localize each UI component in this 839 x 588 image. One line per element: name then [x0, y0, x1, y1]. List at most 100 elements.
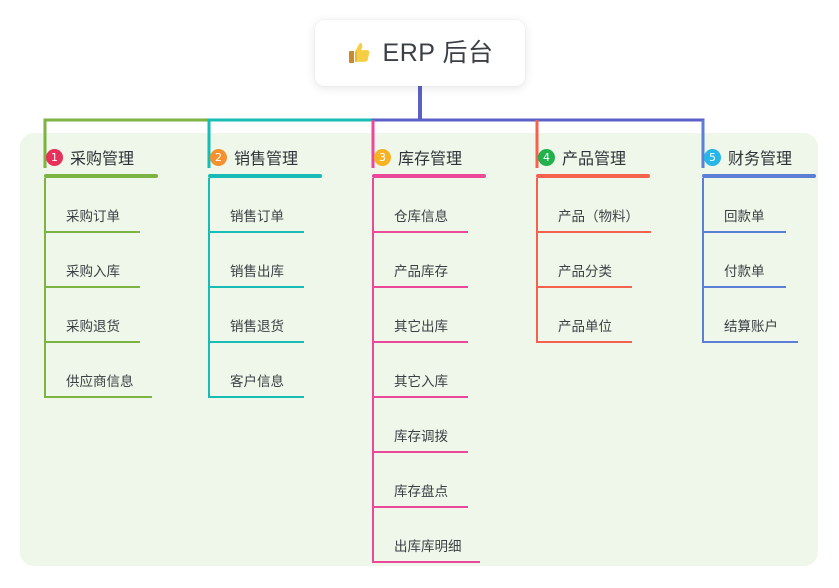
list-item-underline [536, 231, 651, 233]
column-items: 回款单付款单结算账户 [702, 178, 839, 343]
list-item-underline [44, 341, 140, 343]
list-item-label: 出库库明细 [394, 539, 462, 554]
list-item[interactable]: 结算账户 [702, 288, 839, 343]
list-item[interactable]: 库存调拨 [372, 398, 520, 453]
column-badge-2: 2 [210, 148, 227, 166]
column-items: 采购订单采购入库采购退货供应商信息 [44, 178, 192, 398]
list-item-label: 库存盘点 [394, 484, 448, 499]
list-item-label: 付款单 [724, 264, 765, 279]
thumbs-up-icon [347, 40, 373, 66]
column-title: 财务管理 [728, 151, 793, 168]
column-4: 4 产品管理产品（物料） 产品分类产品单位 [524, 146, 684, 343]
list-item-label: 仓库信息 [394, 209, 448, 224]
column-spine [702, 178, 704, 343]
list-item-label: 其它入库 [394, 374, 448, 389]
list-item[interactable]: 其它出库 [372, 288, 520, 343]
list-item-label: 回款单 [724, 209, 765, 224]
list-item-label: 采购入库 [66, 264, 120, 279]
list-item[interactable]: 产品库存 [372, 233, 520, 288]
column-underline [372, 174, 486, 178]
list-item-label: 客户信息 [230, 374, 284, 389]
column-badge-3: 3 [374, 148, 391, 166]
list-item-label: 销售出库 [230, 264, 284, 279]
column-header-3[interactable]: 3 库存管理 [360, 146, 520, 168]
diagram-panel [20, 133, 818, 566]
column-spine [536, 178, 538, 343]
column-title: 库存管理 [398, 151, 463, 168]
list-item[interactable]: 客户信息 [208, 343, 356, 398]
column-header-2[interactable]: 2 销售管理 [196, 146, 356, 168]
list-item-label: 结算账户 [724, 319, 778, 334]
root-node-title: ERP 后台 [382, 38, 494, 67]
column-badge-5: 5 [704, 148, 721, 166]
list-item-underline [44, 396, 152, 398]
column-spine [372, 178, 374, 563]
list-item[interactable]: 采购入库 [44, 233, 192, 288]
list-item-underline [372, 561, 480, 563]
list-item-underline [702, 286, 786, 288]
column-underline [208, 174, 322, 178]
list-item-underline [44, 286, 140, 288]
list-item-label: 其它出库 [394, 319, 448, 334]
list-item-label: 销售订单 [230, 209, 284, 224]
column-title: 产品管理 [562, 151, 627, 168]
column-items: 仓库信息产品库存其它出库其它入库库存调拨库存盘点出库库明细 [372, 178, 520, 563]
column-underline [702, 174, 816, 178]
list-item[interactable]: 回款单 [702, 178, 839, 233]
column-header-5[interactable]: 5 财务管理 [690, 146, 839, 168]
root-node-card[interactable]: ERP 后台 [315, 20, 525, 86]
list-item-underline [372, 286, 468, 288]
column-items: 销售订单销售出库销售退货客户信息 [208, 178, 356, 398]
list-item[interactable]: 采购退货 [44, 288, 192, 343]
list-item-label: 供应商信息 [66, 374, 134, 389]
list-item-underline [208, 396, 304, 398]
list-item-underline [44, 231, 140, 233]
list-item[interactable]: 产品单位 [536, 288, 684, 343]
column-underline [536, 174, 650, 178]
list-item[interactable]: 仓库信息 [372, 178, 520, 233]
list-item[interactable]: 产品分类 [536, 233, 684, 288]
list-item[interactable]: 销售退货 [208, 288, 356, 343]
list-item-underline [208, 286, 304, 288]
list-item-underline [536, 341, 632, 343]
column-badge-1: 1 [46, 148, 63, 166]
column-5: 5 财务管理回款单付款单结算账户 [690, 146, 839, 343]
column-spine [44, 178, 46, 398]
list-item[interactable]: 销售出库 [208, 233, 356, 288]
list-item-label: 产品库存 [394, 264, 448, 279]
list-item-label: 销售退货 [230, 319, 284, 334]
list-item-label: 库存调拨 [394, 429, 448, 444]
list-item-underline [372, 506, 468, 508]
list-item-underline [208, 341, 304, 343]
list-item[interactable]: 其它入库 [372, 343, 520, 398]
list-item[interactable]: 销售订单 [208, 178, 356, 233]
column-3: 3 库存管理仓库信息产品库存其它出库其它入库库存调拨库存盘点出库库明细 [360, 146, 520, 563]
list-item[interactable]: 库存盘点 [372, 453, 520, 508]
column-2: 2 销售管理销售订单销售出库销售退货客户信息 [196, 146, 356, 398]
list-item-underline [536, 286, 632, 288]
column-spine [208, 178, 210, 398]
list-item-label: 产品分类 [558, 264, 612, 279]
list-item-underline [208, 231, 304, 233]
list-item[interactable]: 付款单 [702, 233, 839, 288]
column-title: 销售管理 [234, 151, 299, 168]
list-item[interactable]: 产品（物料） [536, 178, 684, 233]
column-header-4[interactable]: 4 产品管理 [524, 146, 684, 168]
list-item[interactable]: 采购订单 [44, 178, 192, 233]
list-item-underline [372, 396, 468, 398]
column-underline [44, 174, 158, 178]
list-item[interactable]: 供应商信息 [44, 343, 192, 398]
list-item[interactable]: 出库库明细 [372, 508, 520, 563]
list-item-label: 产品单位 [558, 319, 612, 334]
list-item-underline [372, 451, 468, 453]
list-item-label: 采购退货 [66, 319, 120, 334]
column-items: 产品（物料） 产品分类产品单位 [536, 178, 684, 343]
list-item-underline [372, 341, 468, 343]
column-badge-4: 4 [538, 148, 555, 166]
list-item-underline [702, 341, 798, 343]
list-item-label: 产品（物料） [558, 209, 639, 224]
list-item-underline [372, 231, 468, 233]
